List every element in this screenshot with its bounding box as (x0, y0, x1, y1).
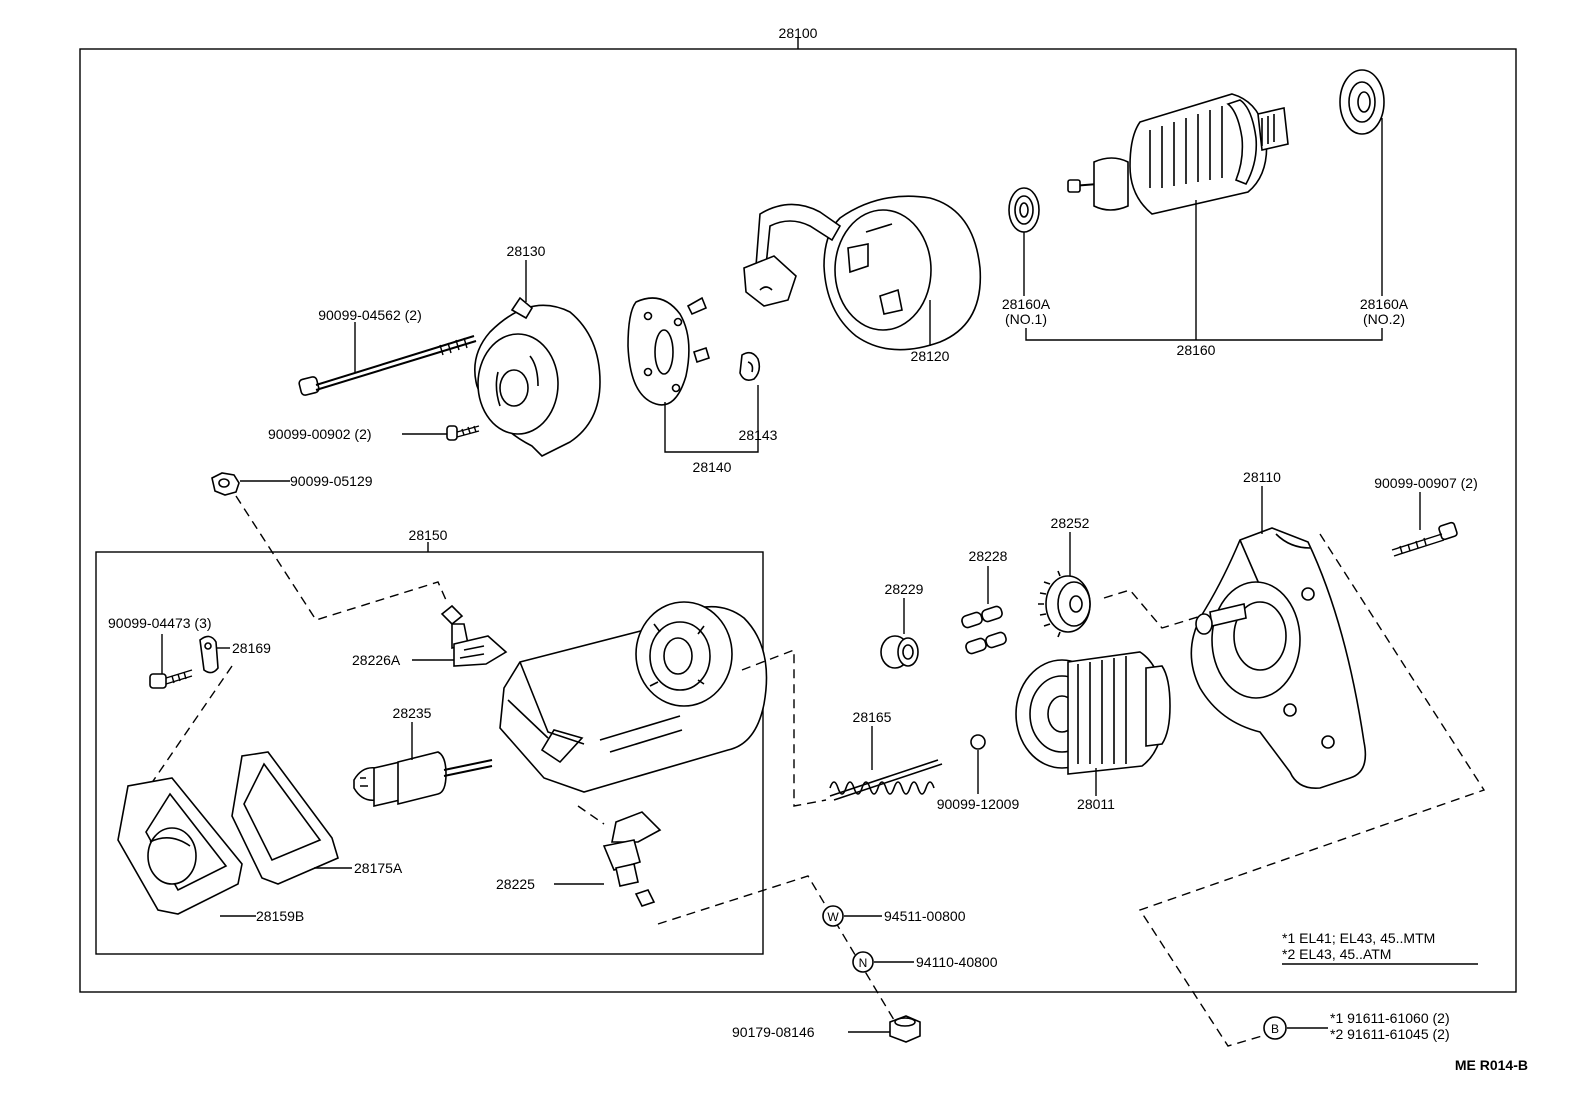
nut-90099-05129 (211, 472, 240, 496)
magnetic-switch-housing (499, 601, 768, 793)
label-28160A-no1: 28160A (1002, 296, 1051, 312)
dashed-guide-mounting (1138, 533, 1486, 1047)
label-28150: 28150 (409, 527, 448, 543)
starter-housing-28110 (1190, 486, 1367, 789)
terminal-28225 (554, 811, 662, 907)
label-28229: 28229 (885, 581, 924, 597)
washer-letter: W (827, 910, 839, 924)
spring-28165 (829, 726, 943, 801)
plunger-28235 (353, 722, 493, 808)
leader-28140 (664, 385, 759, 453)
bolt-90099-04562 (298, 335, 477, 396)
bolt-90099-04473 (149, 634, 193, 689)
label-28160A-no2: 28160A (1360, 296, 1409, 312)
label-28160: 28160 (1177, 342, 1216, 358)
label-90099-04562: 90099-04562 (2) (318, 307, 422, 323)
dashed-guide-spring (741, 648, 827, 807)
label-28120: 28120 (911, 348, 950, 364)
washer-94511-00800: W (822, 905, 882, 927)
clutch-28011 (1015, 651, 1171, 796)
cap-90179-08146 (848, 1015, 921, 1043)
armature-28160 (1067, 93, 1289, 340)
screw-90099-00902 (446, 425, 480, 441)
ref-line-2: *2 91611-61045 (2) (1330, 1026, 1450, 1042)
bearing-28160A-no1 (1008, 187, 1040, 296)
label-94511-00800: 94511-00800 (884, 908, 966, 924)
label-90099-00907: 90099-00907 (2) (1374, 475, 1478, 491)
leader-28160 (1025, 328, 1383, 341)
label-90099-12009: 90099-12009 (937, 796, 1020, 812)
field-yoke-28120 (743, 195, 982, 351)
label-90099-04473: 90099-04473 (3) (108, 615, 212, 631)
label-28169: 28169 (232, 640, 271, 656)
dashed-guide-gear (1103, 589, 1215, 629)
gasket-28175A (231, 751, 352, 885)
label-28100: 28100 (779, 25, 818, 41)
dashed-guide-terminal (577, 805, 605, 825)
dashed-guide-bottom (657, 875, 901, 1031)
label-28226A: 28226A (352, 652, 401, 668)
nut-letter: N (859, 956, 868, 970)
label-28143: 28143 (739, 427, 778, 443)
label-90179-08146: 90179-08146 (732, 1024, 815, 1040)
label-28130: 28130 (507, 243, 546, 259)
diagram-reference: ME R014-B (1455, 1057, 1528, 1073)
label-28140: 28140 (693, 459, 732, 475)
bolt-letter: B (1271, 1022, 1279, 1036)
mounting-bolt-b: B (1263, 1016, 1328, 1040)
label-28159B: 28159B (256, 908, 304, 924)
dashed-guide-nut (235, 495, 447, 621)
nut-94110-40800: N (852, 951, 914, 973)
label-94110-40800: 94110-40800 (916, 954, 998, 970)
retainer-28229 (880, 598, 919, 669)
label-28225: 28225 (496, 876, 535, 892)
note-line-1: *1 EL41; EL43, 45..MTM (1282, 930, 1435, 946)
end-cover-28130 (474, 260, 601, 457)
model-notes: *1 EL41; EL43, 45..MTM *2 EL43, 45..ATM (1282, 930, 1478, 965)
label-28228: 28228 (969, 548, 1008, 564)
ref-line-1: *1 91611-61060 (2) (1330, 1010, 1450, 1026)
label-90099-05129: 90099-05129 (290, 473, 373, 489)
label-28252: 28252 (1051, 515, 1090, 531)
bearing-28160A-no2 (1339, 69, 1385, 296)
label-28110: 28110 (1243, 469, 1281, 485)
label-28160A-no1-sub: (NO.1) (1005, 311, 1047, 327)
brush-spring-28143 (739, 351, 761, 381)
ball-90099-12009 (970, 734, 986, 794)
label-90099-00902: 90099-00902 (2) (268, 426, 372, 442)
plate-28169 (199, 635, 230, 674)
label-28011: 28011 (1077, 796, 1115, 812)
rollers-28228 (961, 566, 1007, 655)
label-28160A-no2-sub: (NO.2) (1363, 311, 1405, 327)
note-line-2: *2 EL43, 45..ATM (1282, 946, 1391, 962)
label-28235: 28235 (393, 705, 432, 721)
label-28175A: 28175A (354, 860, 403, 876)
label-28165: 28165 (853, 709, 892, 725)
bolt-90099-00907 (1391, 492, 1458, 557)
terminal-28226A (412, 604, 508, 667)
brush-holder-28140 (627, 296, 710, 406)
assembly-frame: 28100 (79, 25, 1517, 993)
idle-gear-28252 (1038, 532, 1091, 638)
cover-28159B (117, 777, 256, 917)
subassembly-frame-28150: 28150 (95, 527, 764, 955)
